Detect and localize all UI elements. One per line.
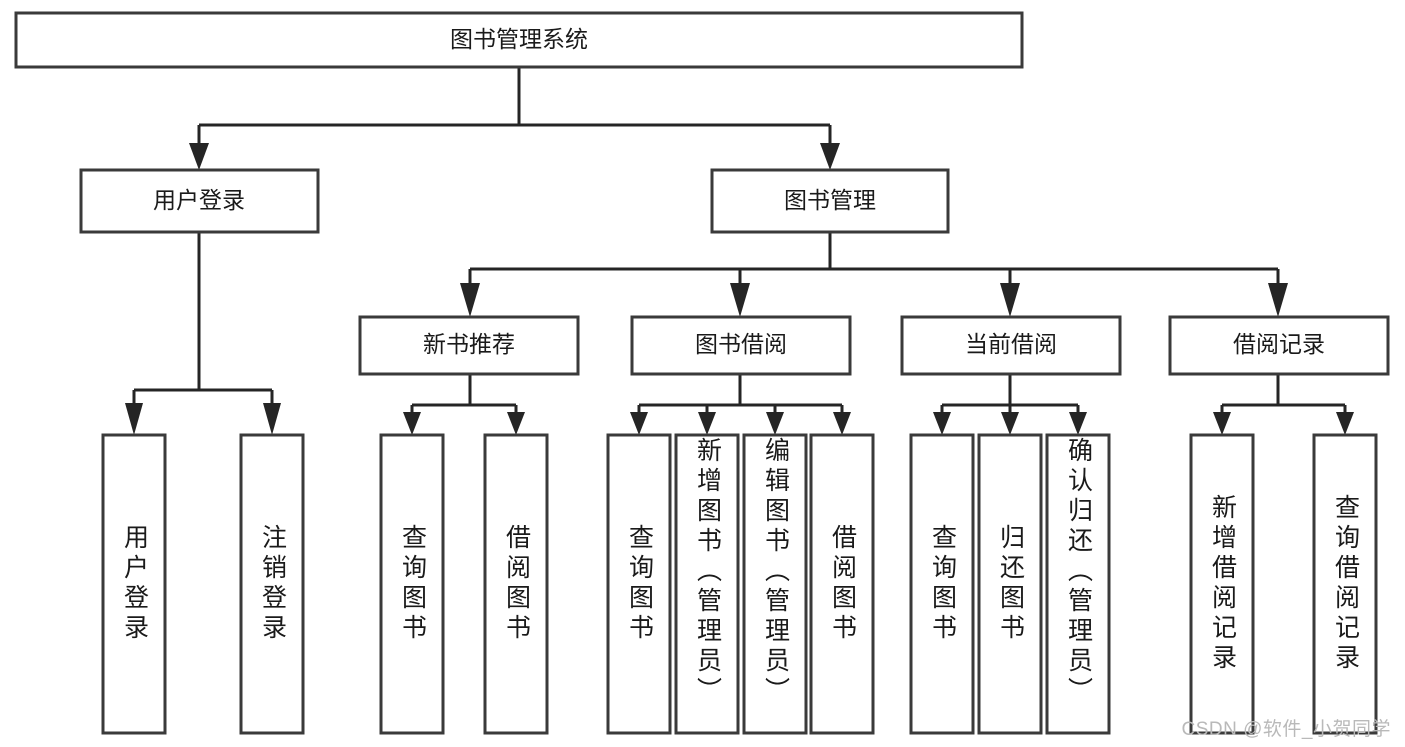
node-book-borrow-label: 图书借阅 xyxy=(695,331,787,357)
node-book-management-box[interactable] xyxy=(710,168,950,234)
node-user-login-label: 用户登录 xyxy=(153,187,245,213)
arrow-head-leaf-cb-1 xyxy=(933,412,951,435)
arrow-head-user-login xyxy=(189,143,209,170)
arrow-head-leaf-logout xyxy=(263,403,281,435)
arrow-head-leaf-nbr-1 xyxy=(403,412,421,435)
node-new-book-recommend[interactable]: 新书推荐 xyxy=(358,315,580,376)
arrow-head-leaf-user-login xyxy=(125,403,143,435)
connector-group-current-borrow-to-leaves xyxy=(933,374,1087,435)
connector-group-book-mgmt-to-level3 xyxy=(460,232,1288,317)
connector-group-user-login-to-leaves xyxy=(125,232,281,435)
arrow-head-leaf-bb-2 xyxy=(698,412,716,435)
node-borrow-record-label: 借阅记录 xyxy=(1233,331,1325,357)
node-user-login-box[interactable] xyxy=(79,168,320,234)
connector-group-book-borrow-to-leaves xyxy=(630,374,851,435)
connector-group-root-to-level2 xyxy=(189,67,840,170)
arrow-head-book-borrow xyxy=(730,283,750,317)
node-book-borrow-box[interactable] xyxy=(630,315,852,376)
arrow-head-leaf-br-1 xyxy=(1213,412,1231,435)
node-new-book-recommend-box[interactable] xyxy=(358,315,580,376)
arrow-head-leaf-cb-3 xyxy=(1069,412,1087,435)
leaf-box-bb-add-book[interactable] xyxy=(674,433,740,735)
leaf-box-bb-edit-book[interactable] xyxy=(742,433,808,735)
arrow-head-book-mgmt xyxy=(820,143,840,170)
node-root-label: 图书管理系统 xyxy=(450,26,588,52)
leaf-box-user-login[interactable] xyxy=(101,433,167,735)
leaf-box-br-query-record[interactable] xyxy=(1312,433,1378,735)
arrow-head-current-borrow xyxy=(1000,283,1020,317)
connector-group-borrow-record-to-leaves xyxy=(1213,374,1354,435)
leaf-group-borrow-record xyxy=(1189,433,1378,735)
arrow-head-leaf-bb-3 xyxy=(766,412,784,435)
arrow-head-leaf-cb-2 xyxy=(1001,412,1019,435)
node-root[interactable]: 图书管理系统 xyxy=(14,11,1024,69)
node-book-management-label: 图书管理 xyxy=(784,187,876,213)
node-current-borrow-label: 当前借阅 xyxy=(965,331,1057,357)
arrow-head-leaf-nbr-2 xyxy=(507,412,525,435)
node-borrow-record-box[interactable] xyxy=(1168,315,1390,376)
node-current-borrow[interactable]: 当前借阅 xyxy=(900,315,1122,376)
leaf-box-logout[interactable] xyxy=(239,433,305,735)
arrow-head-leaf-bb-1 xyxy=(630,412,648,435)
arrow-head-borrow-record xyxy=(1268,283,1288,317)
node-borrow-record[interactable]: 借阅记录 xyxy=(1168,315,1390,376)
arrow-head-new-book-recommend xyxy=(460,283,480,317)
leaf-group-book-borrow xyxy=(606,433,875,735)
leaf-group-user-login xyxy=(101,433,305,735)
node-root-box[interactable] xyxy=(14,11,1024,69)
leaf-box-bb-borrow-book[interactable] xyxy=(809,433,875,735)
leaf-group-current-borrow xyxy=(909,433,1111,735)
connector-group-new-book-recommend-to-leaves xyxy=(403,374,525,435)
leaf-box-cb-query-book[interactable] xyxy=(909,433,975,735)
leaf-box-cb-confirm-return[interactable] xyxy=(1045,433,1111,735)
node-book-management[interactable]: 图书管理 xyxy=(710,168,950,234)
node-current-borrow-box[interactable] xyxy=(900,315,1122,376)
node-book-borrow[interactable]: 图书借阅 xyxy=(630,315,852,376)
arrow-head-leaf-bb-4 xyxy=(833,412,851,435)
arrow-head-leaf-br-2 xyxy=(1336,412,1354,435)
leaf-box-nbr-query-book[interactable] xyxy=(379,433,445,735)
leaf-box-nbr-borrow-book[interactable] xyxy=(483,433,549,735)
leaf-group-new-book-recommend xyxy=(379,433,549,735)
leaf-box-br-add-record[interactable] xyxy=(1189,433,1255,735)
leaf-box-bb-query-book[interactable] xyxy=(606,433,672,735)
node-user-login[interactable]: 用户登录 xyxy=(79,168,320,234)
leaf-box-cb-return-book[interactable] xyxy=(977,433,1043,735)
watermark-text: CSDN @软件_小贺同学 xyxy=(1181,719,1391,740)
node-new-book-recommend-label: 新书推荐 xyxy=(423,331,515,357)
